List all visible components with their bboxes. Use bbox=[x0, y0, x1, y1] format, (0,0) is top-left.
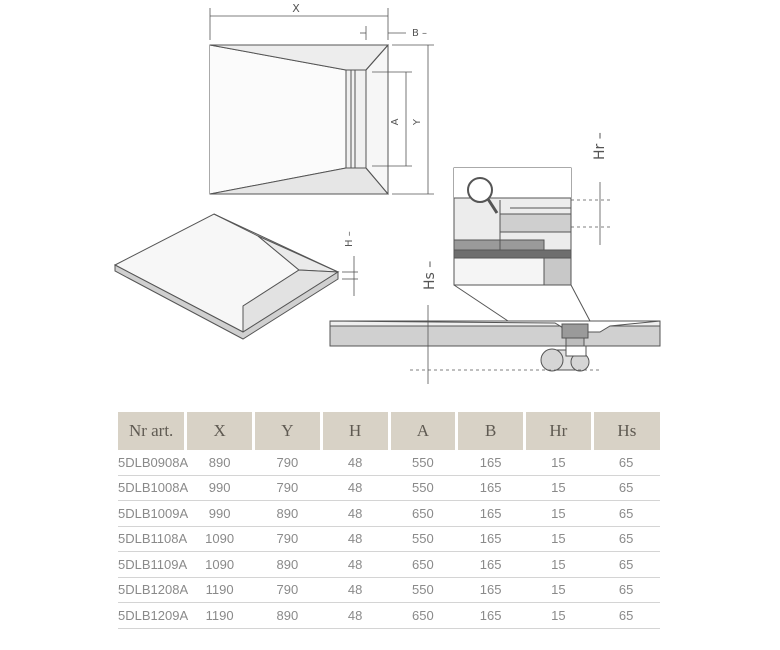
table-header-cell: H bbox=[321, 412, 391, 450]
table-cell: 5DLB1008A bbox=[118, 475, 188, 501]
top-view-dimensions bbox=[209, 8, 434, 195]
table-row: 5DLB1209A 1190 890 48 650 165 15 65 bbox=[118, 602, 660, 629]
dim-label-y: Y bbox=[412, 118, 423, 126]
table-cell: 650 bbox=[389, 602, 457, 629]
table-cell: 65 bbox=[592, 475, 660, 501]
table-cell: 990 bbox=[185, 500, 254, 527]
table-cell: 5DLB1109A bbox=[118, 551, 187, 578]
table-header-cell: A bbox=[389, 412, 459, 450]
table-cell: 5DLB1209A bbox=[118, 602, 188, 629]
table-cell: 650 bbox=[389, 500, 457, 527]
table-cell: 790 bbox=[253, 577, 322, 603]
table-cell: 890 bbox=[253, 602, 322, 629]
top-view bbox=[209, 44, 390, 195]
table-cell: 15 bbox=[524, 602, 593, 629]
table-cell: 5DLB1208A bbox=[118, 577, 188, 603]
table-cell: 890 bbox=[253, 500, 322, 527]
table-row: 5DLB1108A 1090 790 48 550 165 15 65 bbox=[118, 526, 660, 552]
table-row: 5DLB1208A 1190 790 48 550 165 15 65 bbox=[118, 577, 660, 603]
table-cell: 165 bbox=[456, 450, 525, 476]
technical-drawing: X B – A Y H – bbox=[113, 2, 661, 384]
table-cell: 5DLB1009A bbox=[118, 500, 188, 527]
dim-label-hs: Hs – bbox=[422, 261, 438, 290]
iso-view bbox=[113, 213, 340, 340]
table-cell: 550 bbox=[389, 577, 457, 603]
dim-label-x: X bbox=[292, 2, 300, 15]
table-row: 5DLB1109A 1090 890 48 650 165 15 65 bbox=[118, 551, 660, 578]
table-header-cell: Hs bbox=[592, 412, 660, 450]
section-detail bbox=[453, 167, 591, 322]
table-cell: 165 bbox=[456, 500, 525, 527]
table-cell: 15 bbox=[524, 475, 593, 501]
table-row: 5DLB1009A 990 890 48 650 165 15 65 bbox=[118, 500, 660, 527]
table-cell: 65 bbox=[592, 551, 660, 578]
dim-label-b: B – bbox=[412, 28, 427, 39]
table-header-cell: Hr bbox=[524, 412, 594, 450]
table-cell: 165 bbox=[456, 551, 525, 578]
table-cell: 550 bbox=[389, 450, 457, 476]
table-row: 5DLB1008A 990 790 48 550 165 15 65 bbox=[118, 475, 660, 501]
table-cell: 790 bbox=[253, 526, 322, 552]
table-cell: 65 bbox=[592, 450, 660, 476]
dimensions-table: Nr art. X Y H A B Hr Hs 5DLB0908A 890 79… bbox=[118, 412, 660, 629]
table-cell: 48 bbox=[321, 577, 389, 603]
table-cell: 790 bbox=[253, 475, 322, 501]
magnifier-icon bbox=[467, 177, 499, 214]
table-cell: 48 bbox=[321, 526, 389, 552]
dim-label-h: H – bbox=[344, 231, 355, 247]
table-cell: 1190 bbox=[185, 602, 254, 629]
table-cell: 65 bbox=[592, 602, 660, 629]
table-cell: 890 bbox=[253, 551, 322, 578]
table-cell: 48 bbox=[321, 450, 389, 476]
table-cell: 5DLB0908A bbox=[118, 450, 188, 476]
dim-label-hr: Hr – bbox=[592, 132, 608, 160]
table-cell: 650 bbox=[389, 551, 457, 578]
floor-section bbox=[329, 320, 661, 372]
table-cell: 15 bbox=[524, 551, 593, 578]
table-cell: 15 bbox=[524, 450, 593, 476]
table-cell: 165 bbox=[456, 602, 525, 629]
dim-label-a: A bbox=[390, 118, 401, 125]
table-header-cell: Y bbox=[253, 412, 323, 450]
table-cell: 48 bbox=[321, 551, 389, 578]
table-cell: 65 bbox=[592, 577, 660, 603]
table-cell: 550 bbox=[389, 475, 457, 501]
table-cell: 890 bbox=[185, 450, 254, 476]
table-header-cell: Nr art. bbox=[118, 412, 188, 450]
iso-dimensions bbox=[342, 256, 358, 296]
table-cell: 165 bbox=[456, 526, 525, 552]
table-cell: 1190 bbox=[185, 577, 254, 603]
table-header-cell: B bbox=[456, 412, 526, 450]
table-cell: 1090 bbox=[185, 551, 254, 578]
table-cell: 5DLB1108A bbox=[118, 526, 187, 552]
table-cell: 990 bbox=[185, 475, 254, 501]
table-cell: 550 bbox=[389, 526, 457, 552]
table-cell: 15 bbox=[524, 526, 593, 552]
table-cell: 48 bbox=[321, 475, 389, 501]
table-cell: 790 bbox=[253, 450, 322, 476]
table-cell: 1090 bbox=[185, 526, 254, 552]
table-cell: 48 bbox=[321, 602, 389, 629]
table-cell: 165 bbox=[456, 577, 525, 603]
table-cell: 65 bbox=[592, 500, 660, 527]
section-dimensions bbox=[410, 182, 610, 384]
table-cell: 165 bbox=[456, 475, 525, 501]
table-cell: 15 bbox=[524, 577, 593, 603]
table-cell: 15 bbox=[524, 500, 593, 527]
table-cell: 65 bbox=[592, 526, 660, 552]
table-cell: 48 bbox=[321, 500, 389, 527]
table-header-row: Nr art. X Y H A B Hr Hs bbox=[118, 412, 660, 450]
table-header-cell: X bbox=[185, 412, 255, 450]
table-row: 5DLB0908A 890 790 48 550 165 15 65 bbox=[118, 450, 660, 476]
